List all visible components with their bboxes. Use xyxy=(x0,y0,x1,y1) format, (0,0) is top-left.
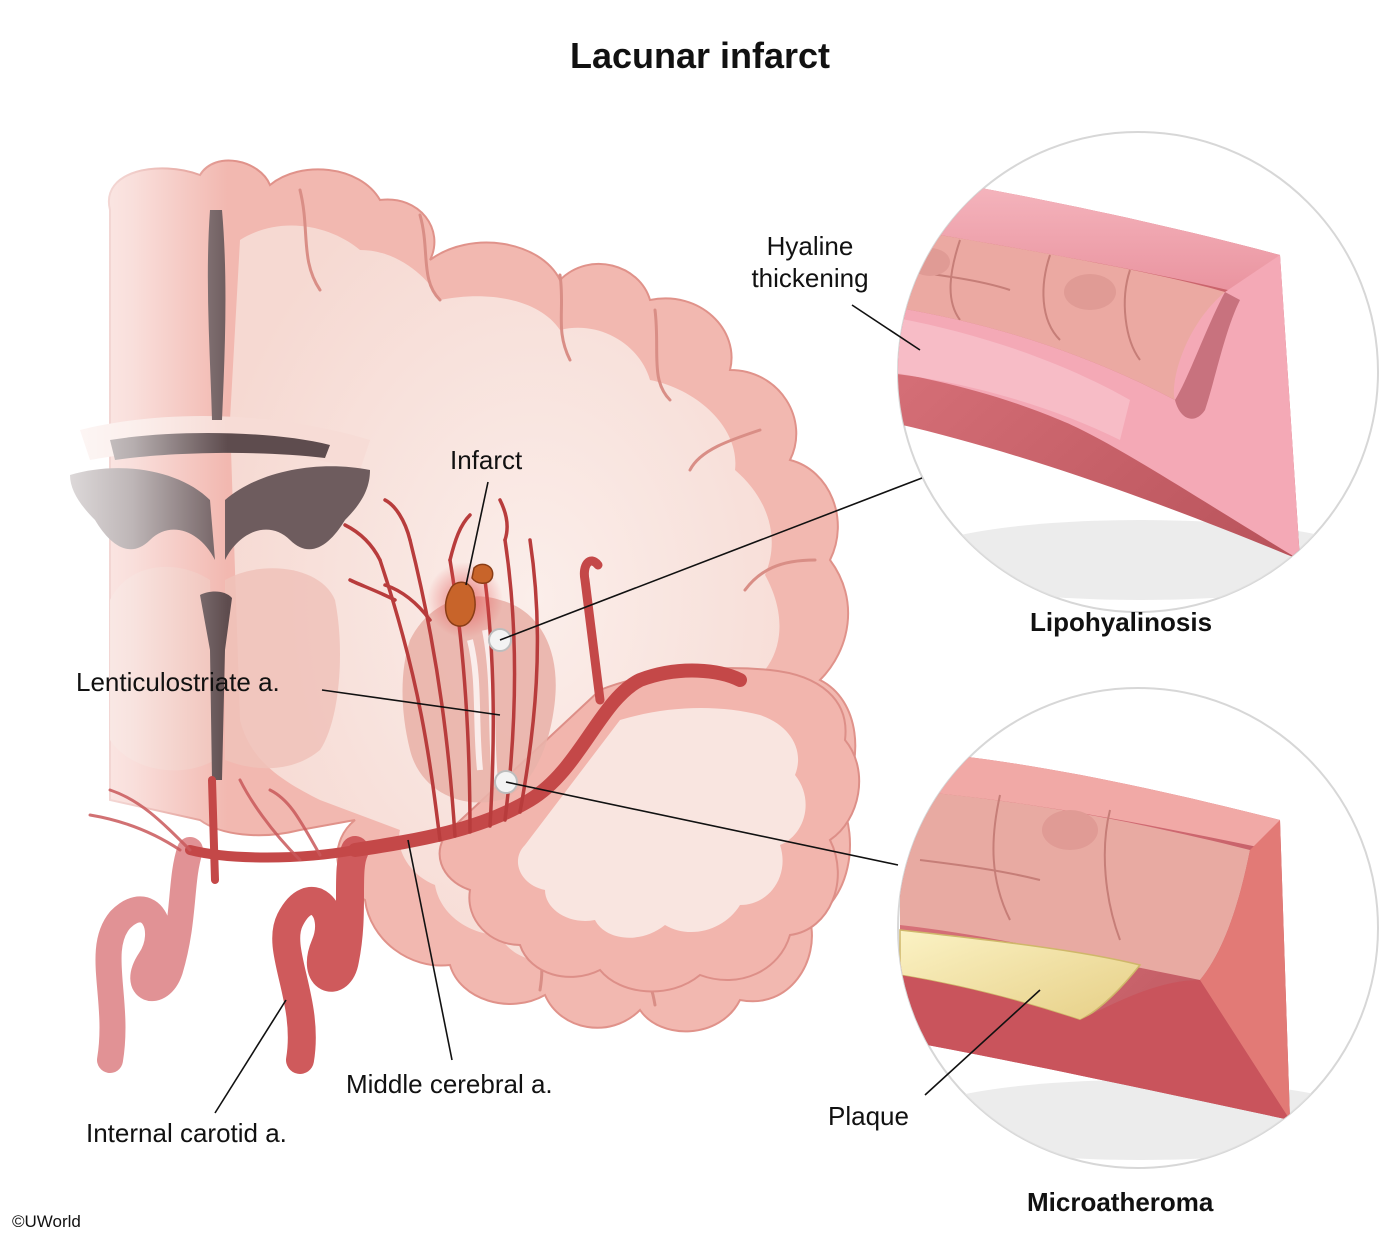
page-title: Lacunar infarct xyxy=(500,36,900,76)
label-hyaline-line2: thickening xyxy=(720,262,900,294)
infarct-lesion xyxy=(427,562,503,638)
label-internal-carotid: Internal carotid a. xyxy=(86,1117,287,1149)
label-microatheroma: Microatheroma xyxy=(1027,1186,1213,1218)
brain-coronal-section xyxy=(0,150,859,1150)
label-plaque: Plaque xyxy=(828,1100,909,1132)
label-hyaline-thickening: Hyaline thickening xyxy=(720,230,900,294)
copyright: ©UWorld xyxy=(12,1212,81,1232)
anterior-cerebral xyxy=(212,780,215,880)
label-middle-cerebral: Middle cerebral a. xyxy=(346,1068,553,1100)
label-hyaline-line1: Hyaline xyxy=(720,230,900,262)
label-infarct: Infarct xyxy=(450,444,522,476)
label-lipohyalinosis: Lipohyalinosis xyxy=(1030,606,1212,638)
microatheroma-zoom xyxy=(898,688,1378,1168)
left-fade xyxy=(0,150,380,1150)
lipohyalinosis-zoom xyxy=(880,132,1378,612)
label-lenticulostriate: Lenticulostriate a. xyxy=(76,666,280,698)
